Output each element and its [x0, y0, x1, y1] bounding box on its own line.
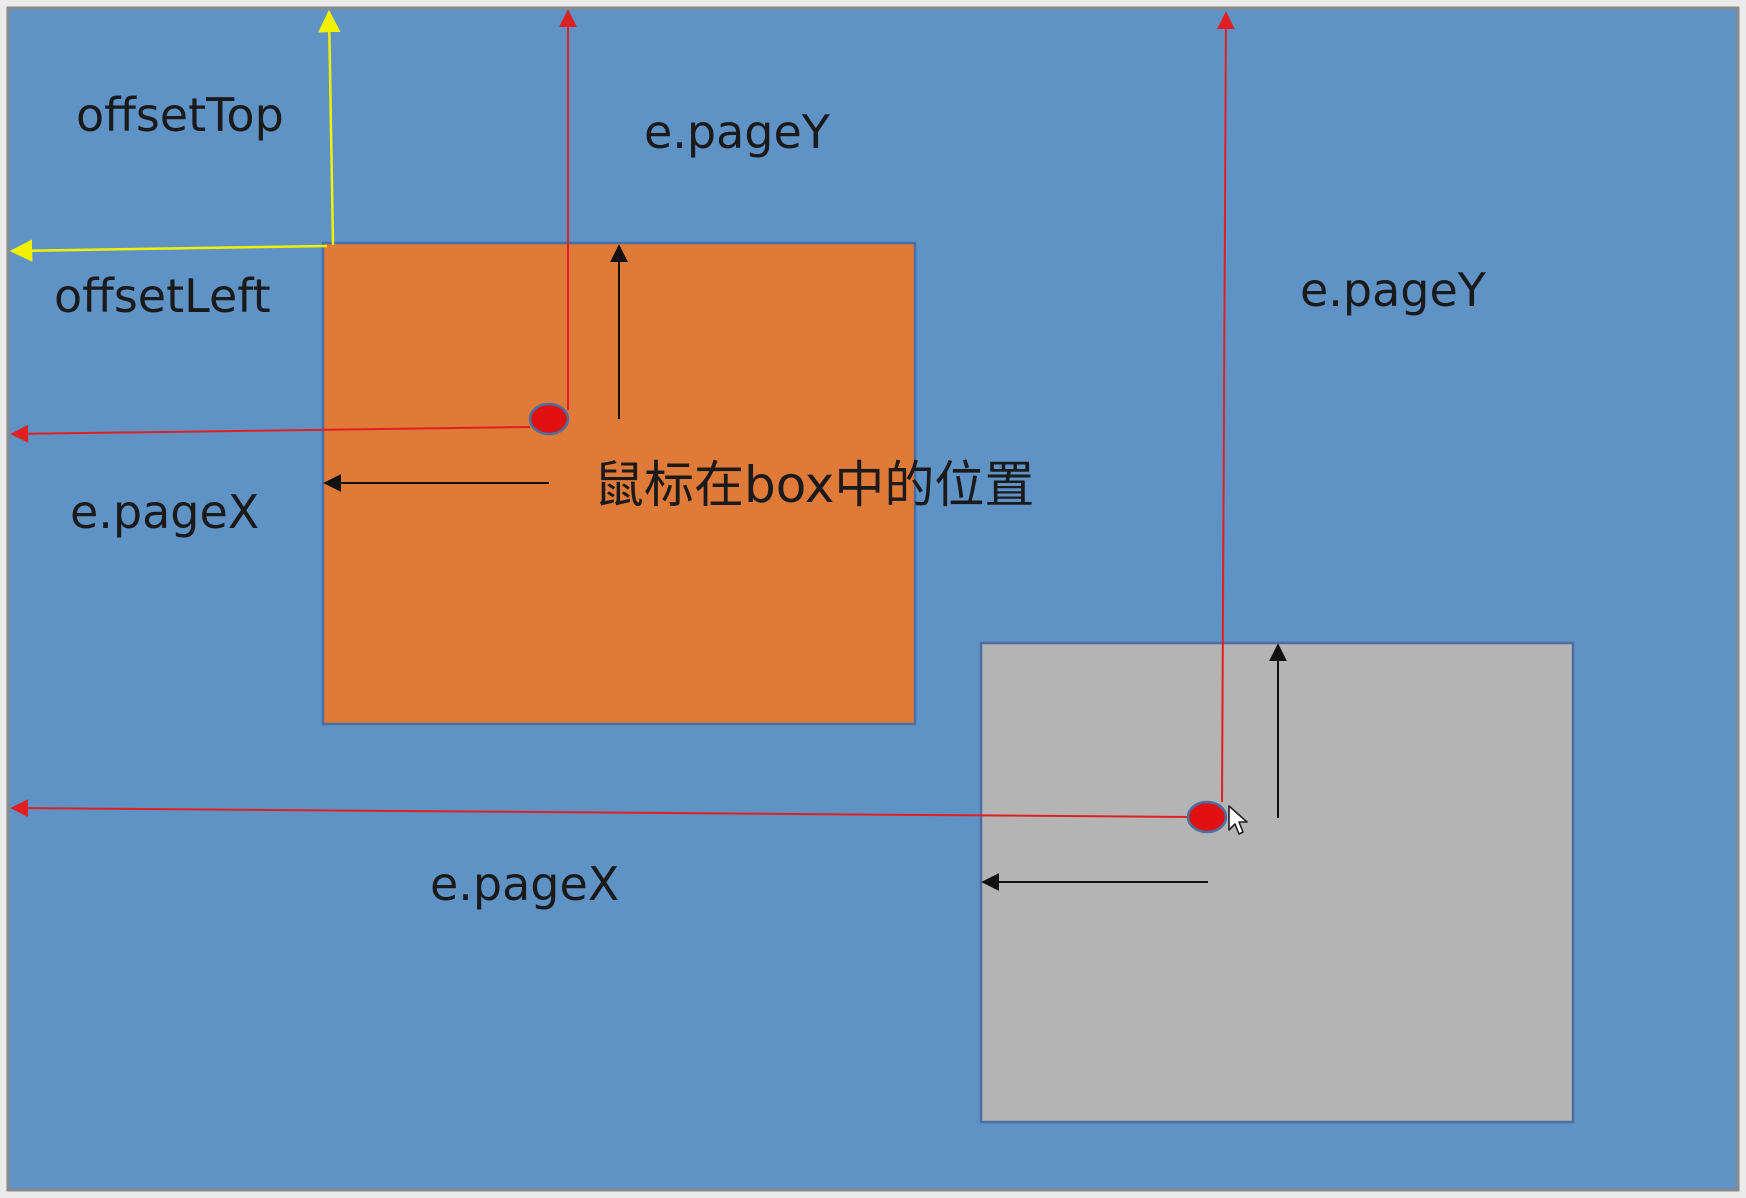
box1-mouse-dot — [528, 402, 570, 436]
box2-page-y-line — [1216, 11, 1235, 803]
offset-top-label: offsetTop — [76, 88, 284, 142]
mouse-in-box-caption: 鼠标在box中的位置 — [594, 456, 1034, 514]
box1-page-y-label: e.pageY — [644, 105, 831, 159]
arrow-cursor-icon — [1228, 805, 1248, 835]
box2-page-x-label: e.pageX — [430, 857, 619, 911]
box2-page-x-line — [10, 799, 1193, 818]
offset-left-label: offsetLeft — [54, 269, 271, 323]
offset-top-line — [318, 9, 341, 246]
box2-page-y-label: e.pageY — [1300, 263, 1487, 317]
offset-left-line — [9, 239, 328, 262]
box2-mouse-dot — [1186, 800, 1228, 834]
box1-page-x-line — [10, 424, 531, 443]
box1-page-x-label: e.pageX — [70, 485, 259, 539]
